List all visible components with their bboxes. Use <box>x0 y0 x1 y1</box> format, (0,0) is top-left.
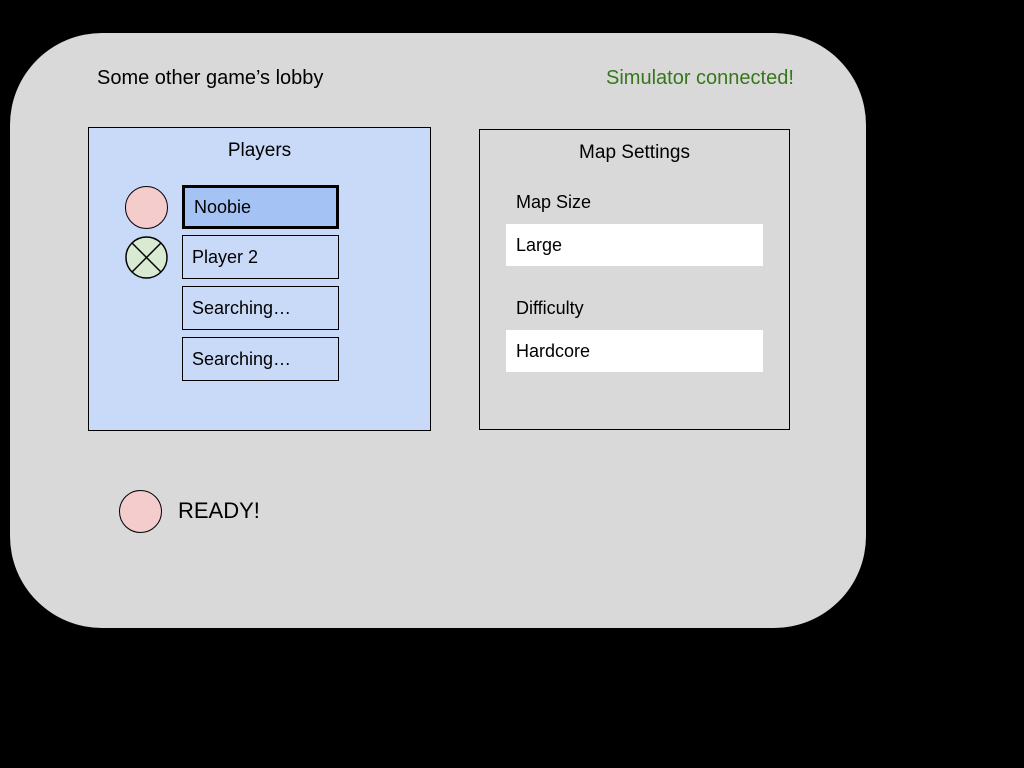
difficulty-value: Hardcore <box>516 340 591 361</box>
player-ready-status-icon <box>125 186 168 229</box>
player-slot-2[interactable]: Player 2 <box>182 235 339 279</box>
players-panel: Players Noobie Player 2 Searching… <box>88 127 431 431</box>
player-not-ready-status-icon <box>125 236 168 279</box>
difficulty-label: Difficulty <box>516 298 584 318</box>
player-slot-1[interactable]: Noobie <box>182 185 339 229</box>
map-size-field[interactable]: Large <box>506 224 763 266</box>
player-slot-2-label: Player 2 <box>192 246 259 267</box>
ready-button-circle-icon <box>119 489 162 533</box>
player-slot-4[interactable]: Searching… <box>182 337 339 381</box>
player-slot-3[interactable]: Searching… <box>182 286 339 330</box>
player-slot-3-label: Searching… <box>192 297 292 318</box>
player-slot-4-label: Searching… <box>192 348 292 369</box>
map-size-value: Large <box>516 234 563 255</box>
not-ready-x-circle-icon <box>125 236 168 279</box>
difficulty-field[interactable]: Hardcore <box>506 330 763 372</box>
ready-circle-icon <box>125 186 168 229</box>
map-size-label: Map Size <box>516 192 592 212</box>
ready-button-label: READY! <box>178 498 260 523</box>
player-slot-1-label: Noobie <box>194 196 252 217</box>
ready-button[interactable]: READY! <box>119 489 260 533</box>
players-panel-title: Players <box>227 140 292 161</box>
lobby-title: Some other game’s lobby <box>97 67 324 89</box>
map-settings-panel: Map Settings Map Size Large Difficulty H… <box>479 129 790 430</box>
lobby-card: Some other game’s lobby Simulator connec… <box>10 33 866 628</box>
simulator-status: Simulator connected! <box>606 67 794 89</box>
map-settings-title: Map Settings <box>579 142 690 163</box>
